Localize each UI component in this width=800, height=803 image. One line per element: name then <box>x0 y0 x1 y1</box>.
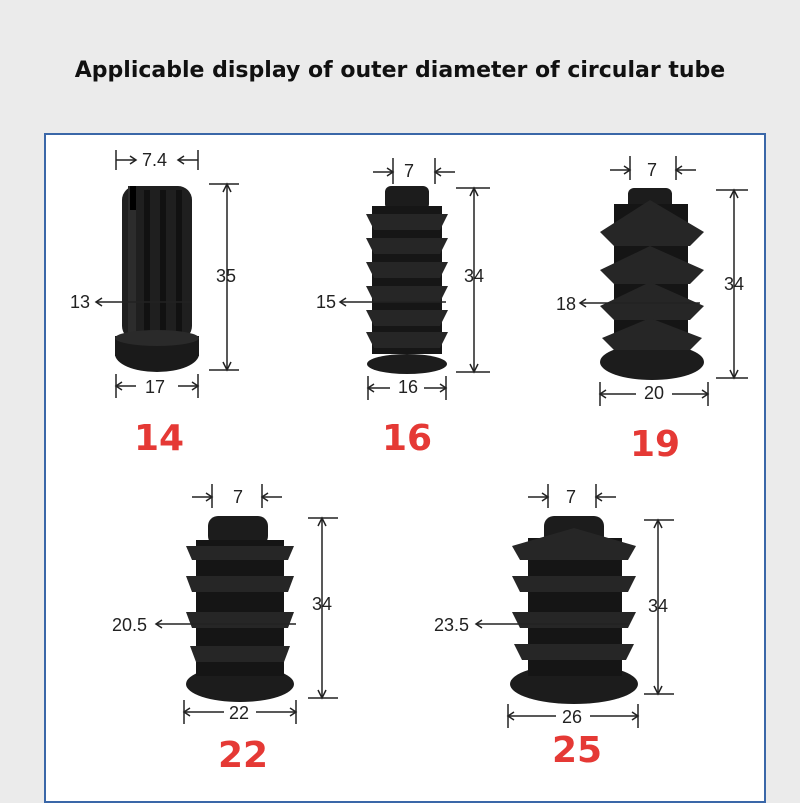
insert-19-base-dim: 20 <box>644 383 665 403</box>
insert-22-base-dim: 22 <box>229 703 250 723</box>
insert-16-mid-dim: 15 <box>316 292 337 312</box>
insert-19-mid-dim: 18 <box>556 294 577 314</box>
insert-14-height-dim: 35 <box>216 266 237 286</box>
insert-19-body <box>600 188 704 380</box>
insert-14-top-dim: 7.4 <box>142 150 168 170</box>
insert-16-base-dim: 16 <box>398 377 419 397</box>
insert-16-top-dim: 7 <box>404 161 415 181</box>
insert-22-mid-dim: 20.5 <box>112 615 148 635</box>
insert-25-size-label: 25 <box>552 730 603 771</box>
insert-16-body <box>366 186 448 374</box>
insert-19-size-label: 19 <box>630 424 681 465</box>
insert-25-mid-dim: 23.5 <box>434 615 470 635</box>
insert-25-top-dim: 7 <box>566 487 577 507</box>
page-title: Applicable display of outer diameter of … <box>74 58 726 83</box>
insert-14-base-dim: 17 <box>145 377 166 397</box>
insert-22-top-dim: 7 <box>233 487 244 507</box>
insert-25-height-dim: 34 <box>648 596 669 616</box>
insert-25-base-dim: 26 <box>562 707 583 727</box>
insert-14-mid-dim: 13 <box>70 292 91 312</box>
insert-16-size-label: 16 <box>382 418 433 459</box>
insert-22-height-dim: 34 <box>312 594 333 614</box>
insert-25-body <box>510 516 638 704</box>
insert-19-top-dim: 7 <box>647 160 658 180</box>
insert-19-height-dim: 34 <box>724 274 745 294</box>
insert-22-size-label: 22 <box>218 735 269 776</box>
insert-16-height-dim: 34 <box>464 266 485 286</box>
insert-22-body <box>186 516 294 702</box>
insert-14-size-label: 14 <box>134 418 185 459</box>
